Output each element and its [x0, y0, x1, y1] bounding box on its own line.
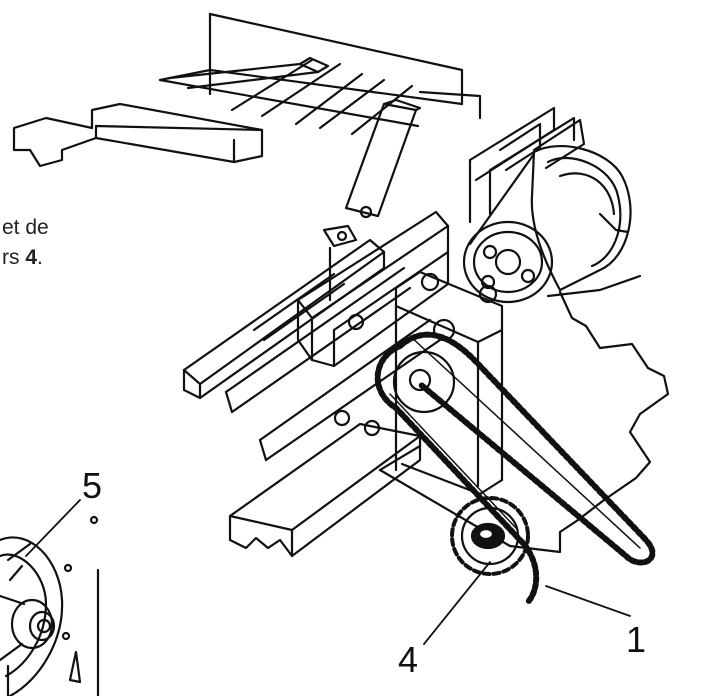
lever-arm — [344, 98, 422, 219]
carriage — [296, 210, 450, 368]
caption-line-2-text: rs — [2, 246, 26, 269]
caption-line-2-end: . — [37, 246, 43, 269]
handwheel-detail — [0, 515, 100, 696]
caption-ref-4: 4 — [25, 246, 38, 269]
caption-line-1: et de — [2, 216, 49, 239]
motor — [462, 145, 642, 304]
drive-chain — [374, 331, 656, 605]
leader-lines — [25, 499, 631, 645]
upper-sprocket — [392, 350, 456, 414]
callout-5: 5 — [82, 465, 103, 506]
base-beam — [228, 409, 422, 558]
lower-sprocket — [450, 496, 530, 576]
callout-4: 4 — [398, 639, 419, 680]
machine-frame — [12, 12, 482, 168]
guide-rails — [468, 106, 586, 224]
callout-1: 1 — [626, 619, 647, 660]
caption-line-2: rs 4. — [2, 246, 43, 270]
side-plate — [378, 290, 670, 554]
